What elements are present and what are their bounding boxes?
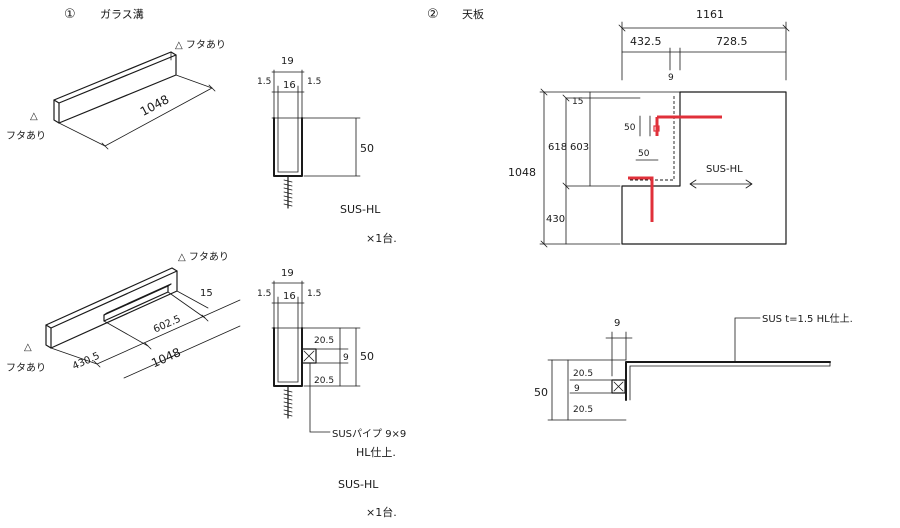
section-dim-bottom: 20.5: [573, 405, 593, 415]
channel-2-isometric: 430.5 602.5 15 1048 △ フタあり △ フタあり: [6, 251, 241, 379]
section-1-title: ガラス溝: [100, 8, 144, 21]
section-height: 50: [534, 386, 548, 399]
plan-depth-upper: 618: [548, 142, 567, 153]
channel-1-end-label: フタあり: [6, 130, 46, 142]
plan-notch-1: 50: [624, 123, 636, 133]
section-note: SUS t=1.5 HL仕上.: [762, 312, 853, 325]
plan-gap: 9: [668, 73, 674, 83]
channel-1-lid-label: △ フタあり: [175, 39, 226, 51]
plan-inner-depth: 603: [570, 142, 589, 153]
channel-1-quantity: ×1台.: [366, 231, 397, 245]
section-gap: 9: [614, 318, 620, 329]
channel-2-quantity: ×1台.: [366, 505, 397, 519]
top-plate-plan: 1161 432.5 728.5 9 15 618 603 1048 430 5…: [508, 8, 790, 248]
section-2-number: ②: [427, 7, 439, 22]
plan-right-width: 728.5: [716, 35, 748, 48]
channel-2-dim-bottom: 20.5: [314, 376, 334, 386]
channel-2-wall-left: 1.5: [257, 289, 271, 299]
channel-2-length: 1048: [149, 345, 183, 370]
channel-1-material: SUS-HL: [340, 203, 381, 216]
channel-1-wall-right: 1.5: [307, 77, 321, 87]
channel-1-width-total: 19: [281, 56, 294, 67]
channel-1-length: 1048: [138, 92, 172, 119]
channel-2-wall-right: 1.5: [307, 289, 321, 299]
channel-2-dim-mid: 9: [343, 353, 349, 363]
plan-total-depth: 1048: [508, 166, 536, 179]
channel-1-inner-width: 16: [283, 80, 296, 91]
channel-1-height: 50: [360, 142, 374, 155]
channel-2-lid-label: △ フタあり: [178, 251, 229, 263]
channel-2-section: 19 1.5 16 1.5 20.5 9 20.5 50 SUSパイプ 9×9 …: [257, 268, 406, 519]
channel-2-seg-left: 430.5: [71, 351, 102, 373]
section-dim-top: 20.5: [573, 369, 593, 379]
channel-2-seg-right: 15: [200, 288, 213, 299]
section-2-header: ② 天板: [427, 7, 484, 22]
channel-2-pipe-label: SUSパイプ 9×9: [332, 428, 406, 440]
channel-2-end-marker: △: [24, 342, 32, 353]
section-1-header: ① ガラス溝: [64, 7, 144, 22]
section-1-number: ①: [64, 7, 76, 22]
channel-1-isometric: 1048 △ フタあり △ フタあり: [6, 39, 226, 150]
channel-2-inner-width: 16: [283, 291, 296, 302]
channel-2-material: SUS-HL: [338, 478, 379, 491]
plan-depth-lower: 430: [546, 214, 565, 225]
plan-left-width: 432.5: [630, 35, 662, 48]
channel-2-pipe-finish: HL仕上.: [356, 446, 396, 459]
section-dim-mid: 9: [574, 384, 580, 394]
plan-total-width: 1161: [696, 8, 724, 21]
channel-1-section: 19 1.5 16 1.5 50 SUS-HL ×1台.: [257, 56, 397, 245]
channel-2-height: 50: [360, 350, 374, 363]
channel-2-dim-top: 20.5: [314, 336, 334, 346]
plan-inner-top: 15: [572, 97, 583, 107]
channel-2-width-total: 19: [281, 268, 294, 279]
section-2-title: 天板: [462, 7, 484, 21]
channel-2-end-label: フタあり: [6, 362, 46, 374]
channel-1-end-marker: △: [30, 111, 38, 122]
top-plate-section: SUS t=1.5 HL仕上. 9 50 20.5 9 20.5: [534, 312, 853, 421]
channel-1-wall-left: 1.5: [257, 77, 271, 87]
plan-direction-label: SUS-HL: [706, 164, 743, 175]
plan-notch-2: 50: [638, 149, 650, 159]
